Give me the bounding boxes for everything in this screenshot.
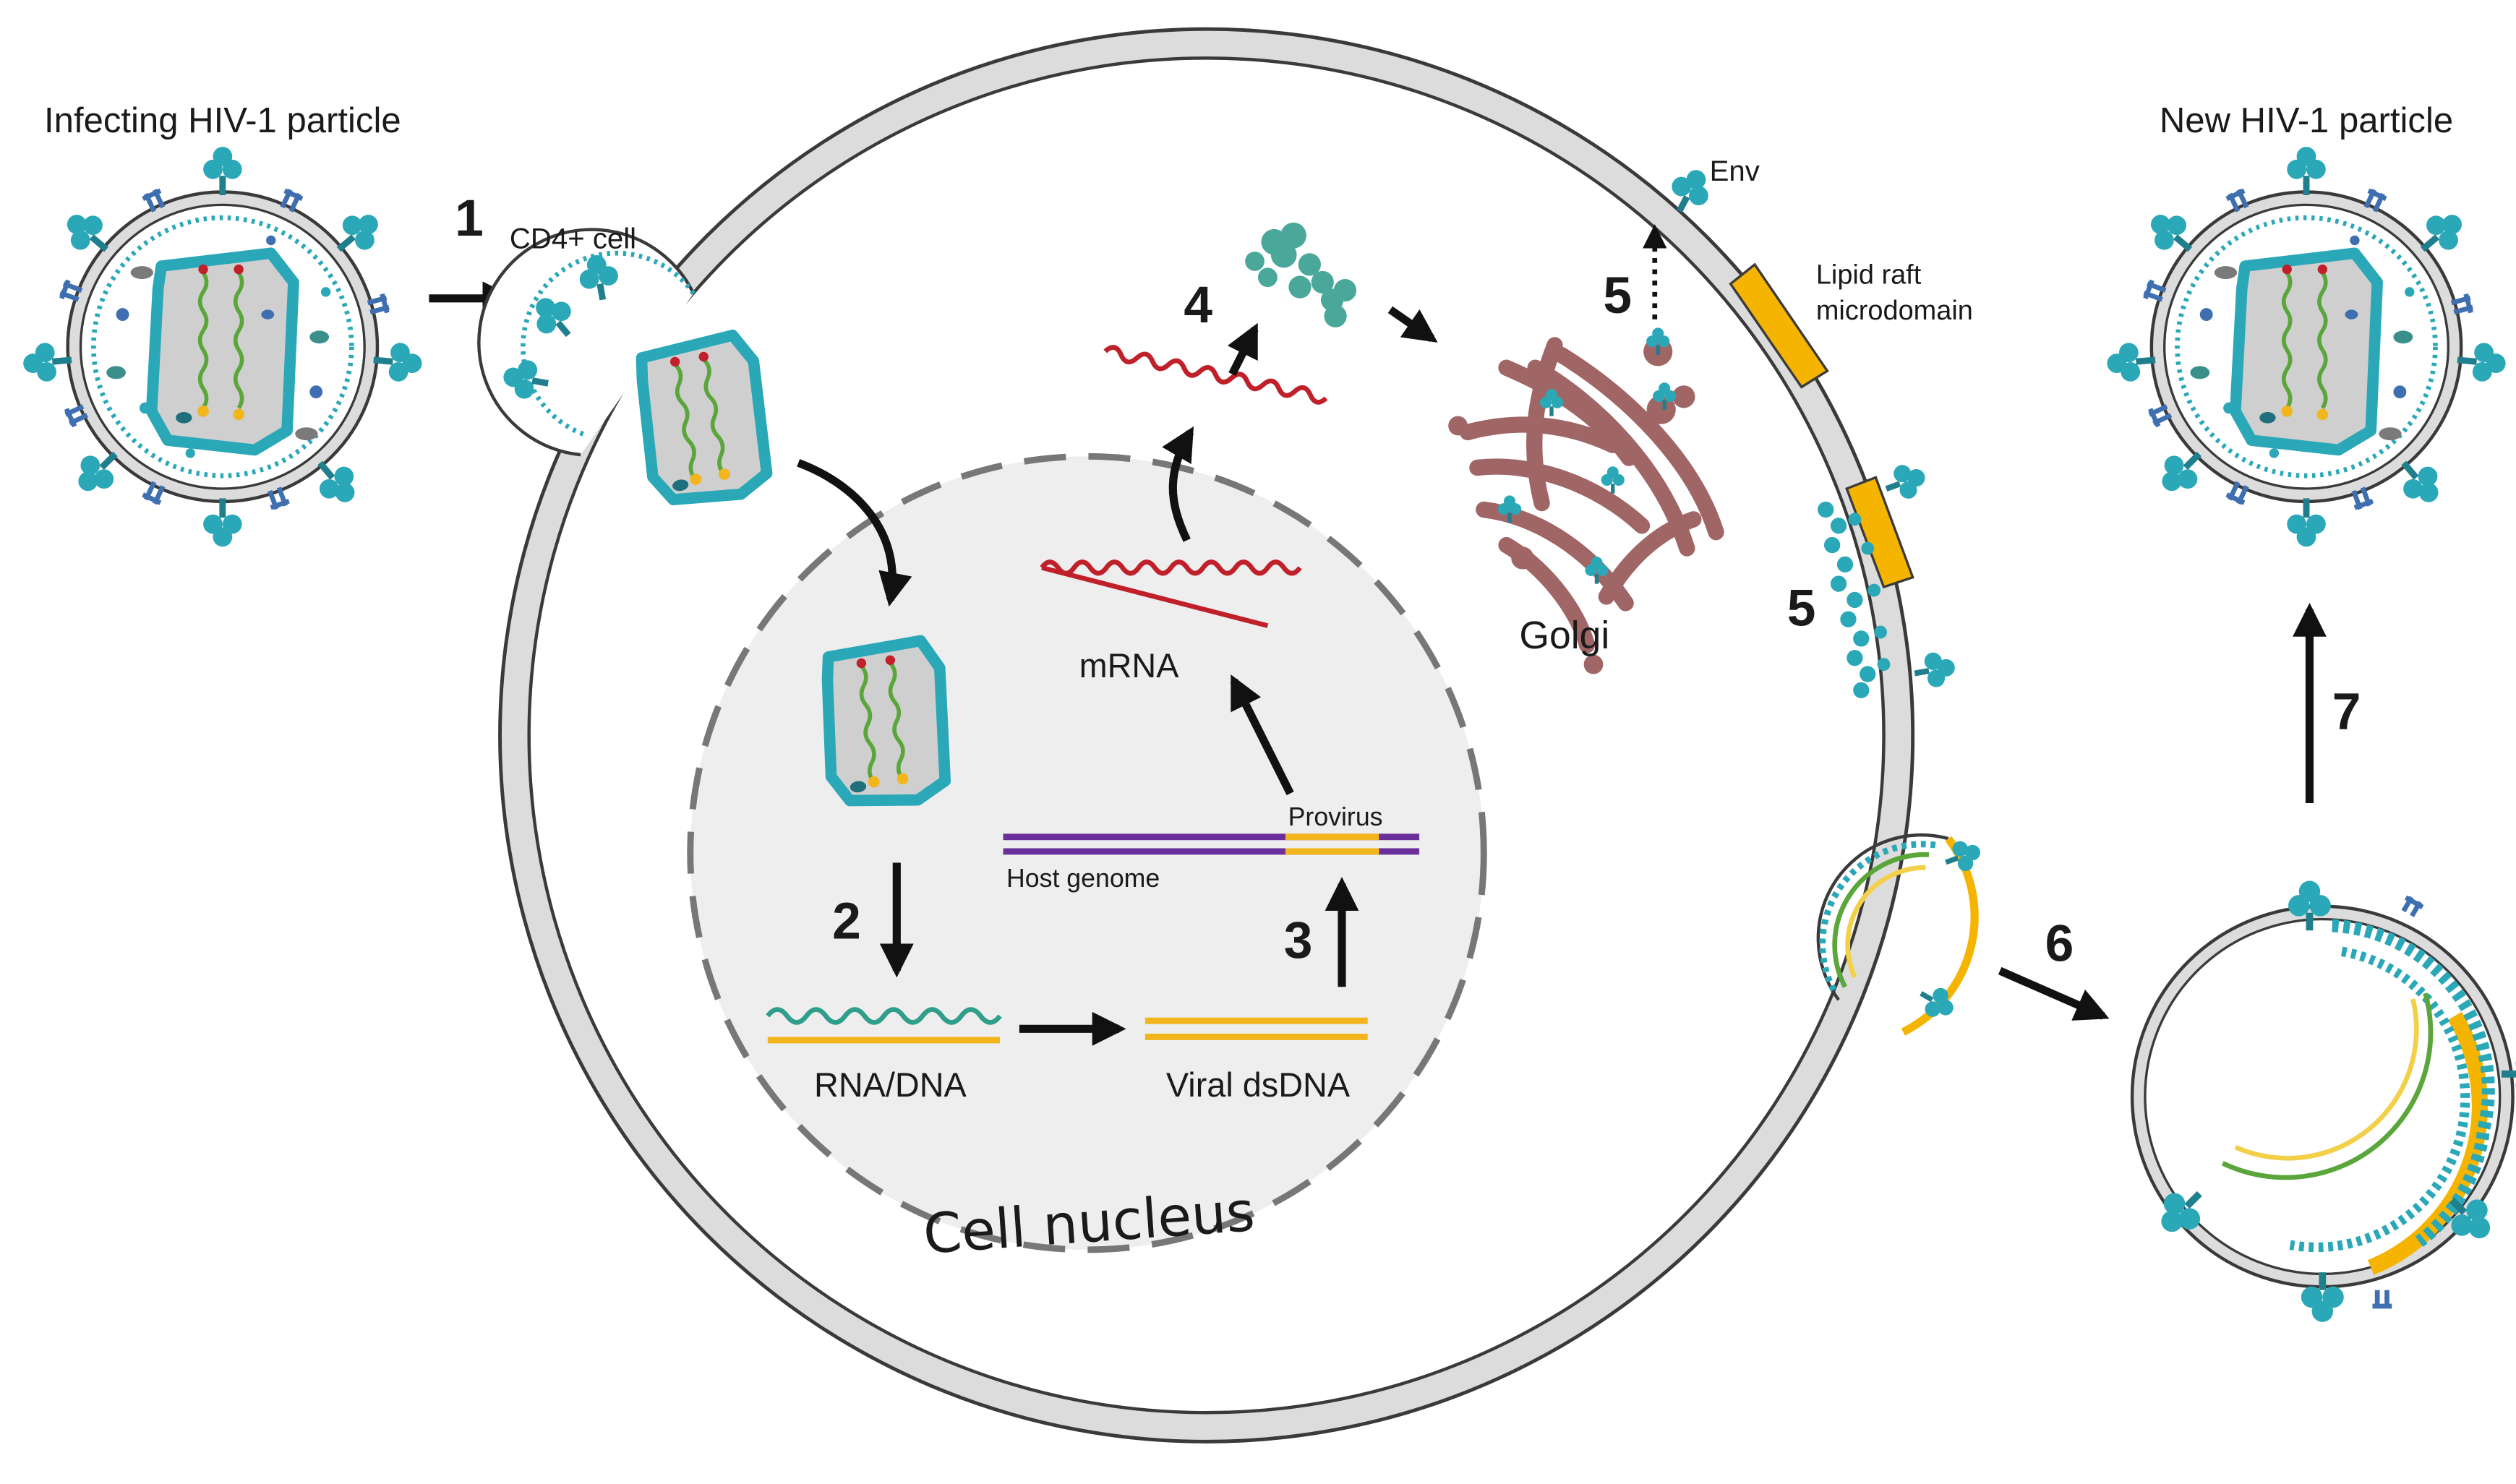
cd4-cell-label: CD4+ cell [510,223,636,255]
mrna-cytoplasm [1103,345,1328,405]
step-6-number: 6 [2045,915,2074,973]
to-golgi-arrow [1387,306,1438,343]
infecting-label-visible: Infecting HIV-1 particle [44,101,401,140]
step4-arrow [1227,322,1259,377]
golgi-label: Golgi [1519,614,1609,657]
immature-particle [2130,880,2516,1322]
new-particle-label: New HIV-1 particle [2160,101,2453,140]
provirus-label: Provirus [1288,802,1383,831]
host-genome-label: Host genome [1006,864,1160,893]
nuclear-capsid [818,639,953,809]
lipid-raft-label-2: microdomain [1816,296,1973,326]
host-genome [1003,833,1420,855]
new-virion [2105,147,2507,546]
step6-arrow [1998,966,2110,1021]
mrna-label: mRNA [1079,647,1180,685]
mrna-nuclear [1040,559,1302,628]
env-label: Env [1710,155,1760,187]
budding-particle [1816,833,1985,1036]
lipid-raft-label-1: Lipid raft [1816,260,1922,291]
entering-capsid [631,333,776,509]
step-7-number: 7 [2332,682,2361,740]
rna-dna-label: RNA/DNA [814,1066,967,1104]
step-5-number-membrane: 5 [1787,580,1816,638]
step-4-number: 4 [1184,276,1212,334]
step-2-number: 2 [832,892,861,950]
translated-proteins [1245,222,1357,327]
export-arrow [1162,426,1194,542]
transcription-arrow [1230,674,1294,796]
step-5-number-top: 5 [1603,267,1632,325]
lipid-raft-segments [1729,262,1914,589]
entry-site [477,228,696,457]
viral-dsdna-label: Viral dsDNA [1166,1066,1351,1104]
infecting-virion [22,147,424,546]
step-1-number: 1 [455,189,484,247]
import-arrow [797,459,912,607]
gag-assembly [1818,501,1891,698]
viral-dsdna [1144,1017,1368,1040]
rna-dna-hybrid [766,1007,1002,1044]
step-3-number: 3 [1284,912,1313,969]
